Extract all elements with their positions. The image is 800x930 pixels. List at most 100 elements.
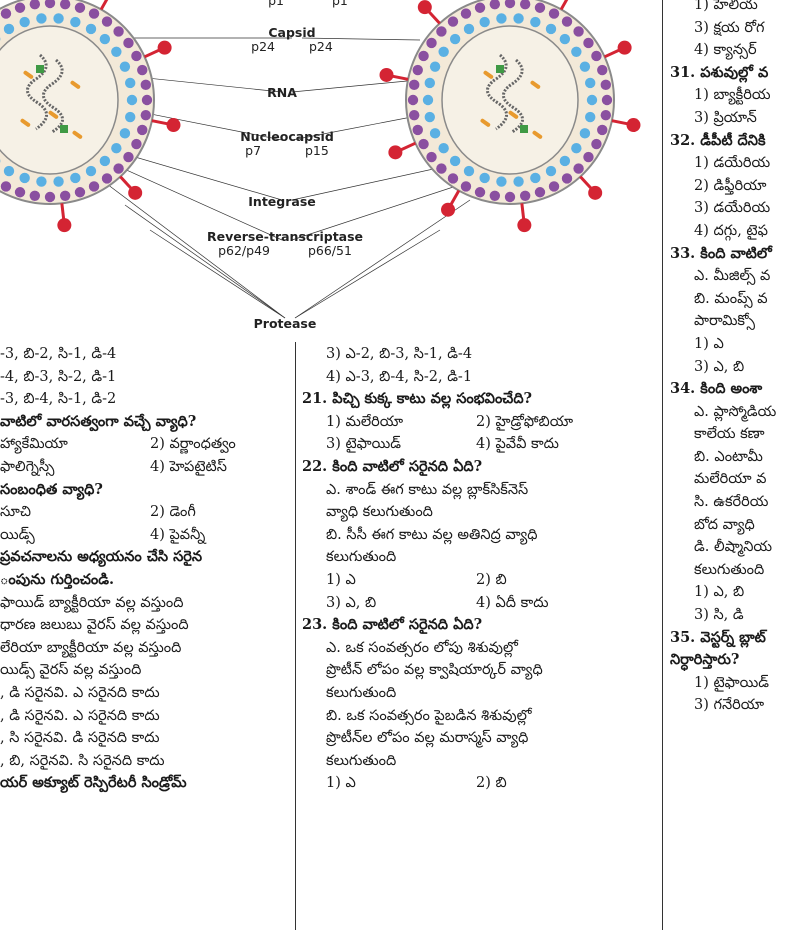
reverse-transcriptase-title: Reverse-transcriptase [206,229,364,244]
spike-head-right [588,185,603,200]
middle-line: ప్రొటీన్‌ల లోపం వల్ల మరాస్మస్ వ్యాధి [326,730,529,747]
lipid-bead-left [137,64,148,76]
reverse-transcriptase-sub-left: p62/p49 [218,243,270,258]
middle-line: 22. కింది వాటిలో సరైనది ఏది? [302,457,483,475]
option-a: హ్యాకేమియా [0,436,68,453]
hiv-structure-diagram: p1 p1 Capsid p24 p24 RNA Nucleocapsid p7… [0,0,662,340]
right-top-line: 4) దగ్గు, టైఫ [694,222,768,239]
core-right [441,25,579,175]
lipid-bead-right [489,0,501,10]
left-line: ధారణ జలుబు వైరస్ వల్ల వస్తుంది [0,617,189,634]
right-top-line: కాలేయ కణా [694,426,765,443]
lipid-bead-right [504,191,516,203]
lipid-bead-right [548,181,560,192]
capsid-sub-right: p24 [308,39,333,54]
option-a: 3) టైఫాయిడ్ [326,436,402,453]
integrase-mark-left [60,125,68,133]
right-top-line: డి. లీష్మానియ [694,539,773,556]
integrase-mark-right [496,65,504,73]
lipid-bead-right [561,16,573,27]
lipid-bead-right [597,124,608,136]
capsid-bead-right [479,172,490,184]
capsid-bead-left [126,94,138,106]
right-top-line: 1) బ్యాక్టీరియ [694,87,771,104]
lipid-bead-right [583,151,594,163]
spike-stem-left [151,119,168,126]
spike-head-left [128,185,143,200]
capsid-bead-right [422,94,434,106]
spike-head-right [617,40,632,55]
lipid-bead-right [600,109,612,121]
integrase-mark-right [520,125,528,133]
capsid-bead-right [429,128,441,139]
lipid-bead-right [591,138,602,150]
capsid-bead-right [463,165,475,177]
enzyme-mark-right [508,110,519,119]
lipid-bead-right [600,79,612,91]
lipid-bead-left [101,16,113,27]
spike-stem-right [611,119,628,126]
capsid-bead-right [424,111,435,123]
rna-title: RNA [267,85,297,100]
right-top-line: 32. డీపీటీ దేనికి [670,131,766,149]
leader-line-left [124,204,286,319]
capsid-label: Capsid p24 p24 [232,26,352,54]
leader-line-left [149,229,286,319]
right-top-line: సి. ఉకరేరియ [694,494,769,511]
leader-line-right [301,37,421,41]
right-top-line: 34. కింది అంశా [670,380,763,398]
lipid-bead-left [44,191,56,203]
capsid-bead-right [559,33,571,45]
top-fragment-right: p1 [331,0,348,8]
lipid-bead-right [489,190,501,202]
left-line: , సి సరైనవి. డి సరైనది కాదు [0,730,160,747]
right-top-line: 3) క్షయ రోగ [694,19,765,36]
lipid-bead-left [88,181,100,192]
capsid-bead-right [530,16,541,28]
lipid-bead-left [141,94,153,106]
capsid-bead-left [36,176,47,187]
lipid-bead-left [29,190,41,202]
capsid-bead-right [513,13,524,24]
rna-strand-left [26,53,48,131]
middle-line: ఎ. ఒక సంవత్సరం లోపు శిశువుల్లో [326,639,518,656]
left-column: -3, బి-2, సి-1, డి-4-4, బి-3, సి-2, డి-1… [0,343,290,795]
lipid-bead-left [123,151,134,163]
right-top-line: 1) టైఫాయిడ్ [694,674,770,691]
right-top-line: 2) డిఫ్తీరియా [694,177,767,194]
left-line: ఫాలిగ్నెస్సీ4) హెపటైటిస్ [0,456,290,479]
spike-stem-right [449,189,461,206]
right-top-line: 3) ప్రియాన్ [694,109,757,126]
capsid-bead-left [85,165,97,177]
spike-stem-right [400,141,417,152]
capsid-title: Capsid [268,25,316,40]
middle-line: 21. పిచ్చి కుక్క కాటు వల్ల సంభవించేది? [302,390,533,408]
lipid-bead-right [583,37,594,49]
capsid-bead-right [449,155,461,167]
left-line: యర్ అక్యూట్ రెస్పిరేటరీ సిండ్రోమ్ [0,774,187,792]
lipid-bead-right [573,26,584,37]
protease-title: Protease [253,316,317,331]
capsid-bead-left [3,165,15,177]
spike-head-right [379,67,394,82]
capsid-bead-right [571,142,582,154]
lipid-bead-right [436,26,447,37]
left-line: ంపును గుర్తించండి. [0,570,115,588]
lipid-bead-right [407,94,419,106]
capsid-bead-right [424,77,435,89]
lipid-bead-left [59,0,71,10]
right-top-line: 33. కింది వాటిలో [670,244,772,262]
middle-line: 4) ఎ-3, బి-4, సి-2, డి-1 [326,368,473,385]
lipid-bead-left [123,37,134,49]
lipid-bead-right [418,138,429,150]
left-line: -3, బి-2, సి-1, డి-4 [0,346,117,362]
lipid-bead-right [447,173,459,184]
lipid-bead-left [137,124,148,136]
lipid-bead-right [436,163,447,174]
integrase-mark-left [36,65,44,73]
enzyme-mark-left [23,70,34,79]
lipid-bead-left [131,138,142,150]
enzyme-mark-left [70,80,81,89]
